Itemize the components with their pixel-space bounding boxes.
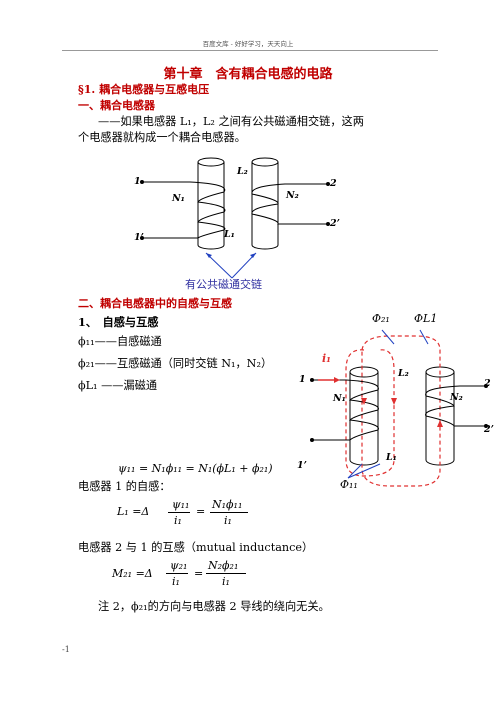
l1-frac1-den: i₁: [174, 514, 182, 527]
inductor-label-l1: L₁: [386, 452, 397, 463]
phi21-label: Φ₂₁: [372, 312, 390, 325]
l1-lhs: L₁ =Δ: [117, 505, 150, 518]
phi11-label: Φ₁₁: [340, 478, 358, 491]
section-heading: 二、耦合电感器中的自感与互感: [78, 297, 232, 310]
terminal-label-1: 1: [134, 176, 141, 187]
inductor-label-l2: L₂: [237, 166, 248, 177]
terminal-label-2: 2: [330, 178, 337, 189]
equals-sign: =: [196, 505, 206, 518]
winding-label-n2: N₂: [286, 190, 299, 201]
terminal-label-2p: 2’: [484, 424, 494, 435]
fraction-bar: [166, 573, 188, 574]
figure-caption: 有公共磁通交链: [185, 278, 262, 291]
mutual-inductance-text: 电感器 2 与 1 的互感（mutual inductance）: [78, 541, 314, 554]
m21-lhs: M₂₁ =Δ: [112, 567, 153, 580]
l1-frac2-num: N₁ϕ₁₁: [212, 498, 243, 511]
pointer-arrow: [231, 252, 257, 279]
definition-line: ϕ₁₁——自感磁通: [78, 335, 162, 348]
m21-frac2-den: i₁: [222, 575, 230, 588]
psi11-equation: ψ₁₁ = N₁ϕ₁₁ = N₁(ϕL₁ + ϕ₂₁): [118, 462, 273, 475]
paragraph-line: 个电感器就构成一个耦合电感器。: [78, 131, 246, 144]
m21-frac1-num: ψ₂₁: [170, 559, 188, 572]
winding-label-n1: N₁: [333, 393, 346, 404]
right-core: [251, 157, 279, 250]
inductor-label-l2: L₂: [398, 368, 409, 379]
winding-label-n2: N₂: [450, 392, 463, 403]
terminal-label-1p: 1’: [134, 232, 144, 243]
fraction-bar: [206, 573, 246, 574]
note-text: 注 2，ϕ₂₁的方向与电感器 2 导线的绕向无关。: [98, 600, 330, 613]
l1-frac2-den: i₁: [224, 514, 232, 527]
leakage-flux-loop: [345, 349, 395, 477]
self-inductance-text: 电感器 1 的自感：: [78, 480, 171, 493]
current-label: i₁: [322, 352, 331, 365]
mutual-flux-loop: [361, 335, 441, 487]
item-heading: 1、 自感与互感: [78, 315, 159, 329]
right-winding: [251, 183, 328, 225]
left-winding: [142, 181, 226, 239]
subsection-heading: 一、耦合电感器: [78, 99, 155, 112]
l1-frac1-num: ψ₁₁: [172, 498, 190, 511]
left-core: [197, 157, 225, 250]
fraction-bar: [168, 512, 190, 513]
m21-frac2-num: N₂ϕ₂₁: [208, 559, 239, 572]
terminal-label-2: 2: [484, 378, 491, 389]
pointer-arrow: [205, 252, 233, 279]
terminal-label-2p: 2’: [330, 218, 340, 229]
terminal-label-1: 1: [299, 374, 306, 385]
phiL1-label: ΦL1: [414, 312, 438, 325]
header-divider: [62, 50, 438, 51]
inductor-label-l1: L₁: [224, 229, 235, 240]
equals-sign: =: [194, 567, 204, 580]
page-number: -1: [62, 645, 70, 654]
fraction-bar: [210, 512, 248, 513]
definition-line: ϕL₁ ——漏磁通: [78, 379, 158, 392]
definition-line: ϕ₂₁——互感磁通（同时交链 N₁，N₂）: [78, 357, 273, 370]
page-header: 百度文库 - 好好学习，天天向上: [202, 40, 294, 48]
chapter-title: 第十章 含有耦合电感的电路: [163, 67, 333, 82]
m21-frac1-den: i₁: [172, 575, 180, 588]
winding-label-n1: N₁: [172, 193, 185, 204]
section-heading: §1. 耦合电感器与互感电压: [78, 83, 210, 96]
terminal-label-1p: 1’: [297, 460, 307, 471]
coupled-inductor-figure: [140, 157, 330, 279]
paragraph-line: ——如果电感器 L₁，L₂ 之间有公共磁通相交链，这两: [98, 115, 364, 128]
flux-diagram-figure: [310, 329, 488, 487]
